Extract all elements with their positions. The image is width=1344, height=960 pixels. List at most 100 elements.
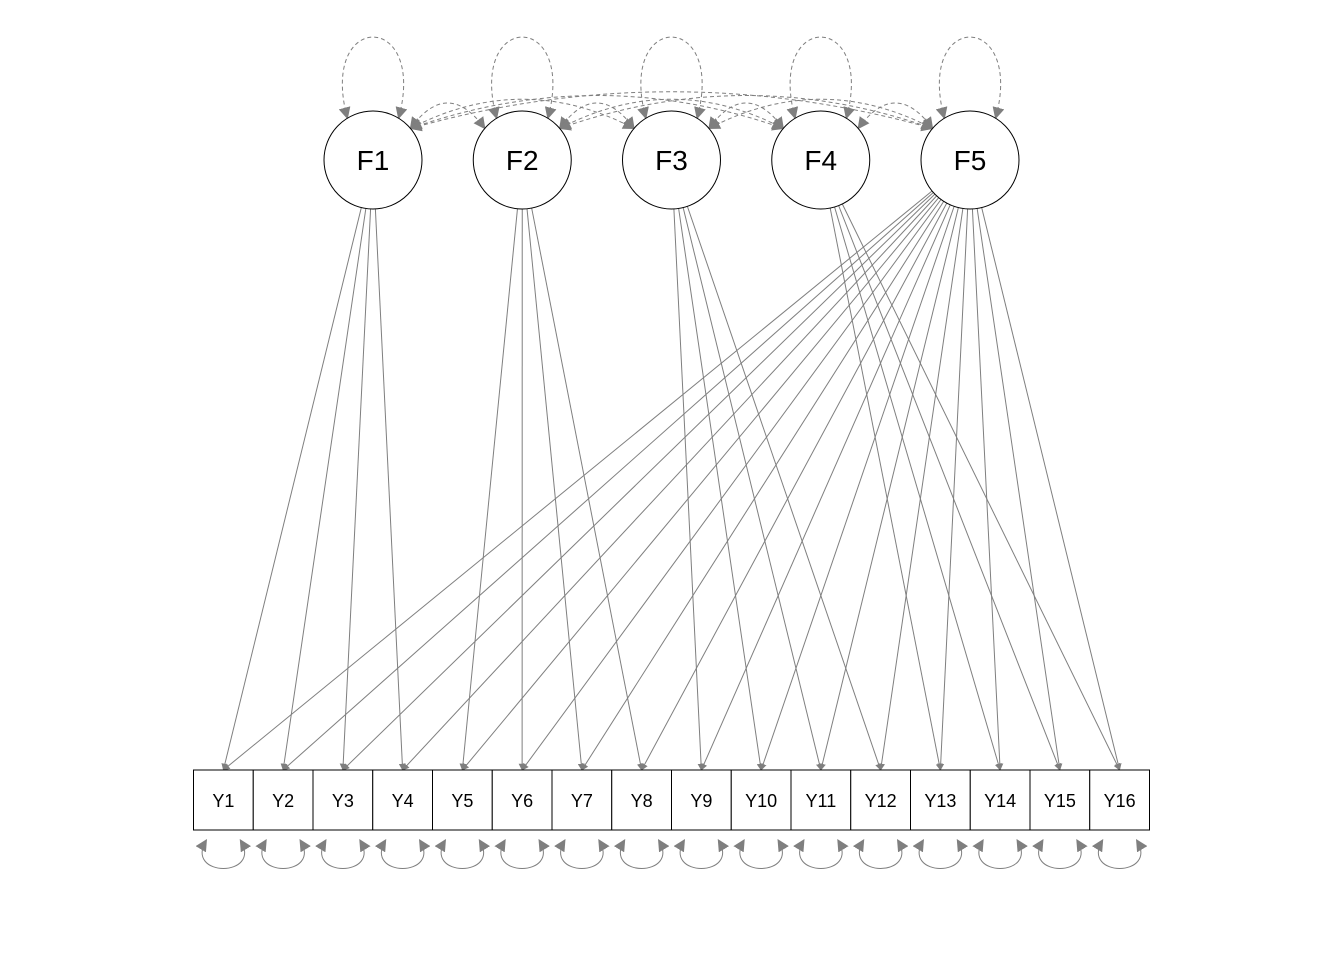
observed-node-Y9: Y9 (671, 769, 732, 831)
observed-node-Y12: Y12 (850, 769, 911, 831)
observed-label: Y14 (984, 791, 1016, 811)
observed-node-Y4: Y4 (372, 769, 433, 831)
observed-box (611, 769, 672, 831)
observed-label: Y11 (806, 791, 837, 811)
latent-circle (920, 110, 1020, 210)
covariance-F4-F5 (857, 102, 934, 130)
observed-node-Y2: Y2 (252, 769, 314, 831)
loading-F5-Y14 (971, 208, 1004, 771)
observed-node-Y3: Y3 (312, 769, 374, 831)
observed-node-Y11: Y11 (790, 769, 852, 831)
loading-F3-Y11 (682, 207, 823, 771)
observed-node-Y8: Y8 (611, 769, 672, 831)
observed-label: Y5 (451, 791, 473, 811)
residual-Y5 (434, 838, 491, 869)
loading-F5-Y3 (342, 193, 936, 771)
observed-box (491, 769, 553, 831)
covariance-F2-F3 (559, 102, 635, 130)
residual-Y16 (1091, 838, 1148, 869)
observed-label: Y6 (511, 791, 533, 811)
observed-label: Y13 (924, 791, 956, 811)
observed-node-Y10: Y10 (730, 769, 792, 831)
loading-F3-Y12 (686, 206, 882, 771)
observed-label: Y15 (1044, 791, 1076, 811)
loading-F5-Y12 (878, 208, 964, 771)
loading-F1-Y4 (374, 208, 406, 771)
loading-F5-Y10 (759, 206, 955, 771)
loading-F5-Y8 (641, 202, 948, 771)
loading-F5-Y7 (581, 201, 945, 771)
observed-box (193, 769, 254, 831)
observed-box (850, 769, 911, 831)
loading-F5-Y1 (222, 190, 933, 771)
covariance-F3-F4 (708, 102, 784, 130)
latent-circle (472, 110, 572, 210)
variance-F2 (488, 36, 557, 120)
observed-node-Y14: Y14 (969, 769, 1031, 831)
observed-box (671, 769, 732, 831)
residual-Y11 (793, 838, 849, 869)
loading-F4-Y13 (829, 207, 943, 771)
observed-node-Y7: Y7 (551, 769, 613, 831)
observed-box (372, 769, 433, 831)
loading-F5-Y16 (981, 207, 1122, 771)
loading-F4-Y16 (841, 203, 1121, 771)
loading-F5-Y13 (937, 208, 969, 771)
loading-F2-Y8 (531, 207, 644, 771)
loading-F1-Y1 (221, 207, 362, 771)
loading-F5-Y2 (282, 192, 934, 771)
residual-Y4 (374, 838, 431, 869)
covariance-F1-F3 (409, 98, 636, 129)
latent-circle (771, 110, 871, 210)
observed-label: Y2 (272, 791, 294, 811)
edges-layer (195, 36, 1148, 869)
loading-F5-Y11 (818, 207, 959, 771)
variance-F4 (786, 36, 855, 120)
residual-Y12 (852, 838, 909, 869)
observed-node-Y15: Y15 (1029, 769, 1091, 831)
observed-box (969, 769, 1031, 831)
observed-label: Y10 (745, 791, 777, 811)
observed-box (1089, 769, 1150, 831)
observed-box (1029, 769, 1091, 831)
observed-label: Y16 (1104, 791, 1136, 811)
loading-F5-Y15 (976, 208, 1063, 771)
latent-circle (323, 110, 423, 210)
variance-F5 (935, 36, 1005, 120)
latent-circle (622, 110, 721, 210)
covariance-F2-F5 (558, 95, 934, 131)
residual-Y6 (494, 838, 550, 869)
observed-node-Y1: Y1 (193, 769, 254, 831)
variance-F3 (637, 36, 706, 120)
loading-F4-Y14 (834, 206, 1002, 771)
latent-label: F5 (954, 145, 987, 176)
loading-F1-Y2 (280, 208, 367, 771)
observed-box (910, 769, 971, 831)
observed-node-Y6: Y6 (491, 769, 553, 831)
residual-Y13 (912, 838, 969, 869)
observed-box (432, 769, 493, 831)
observed-node-Y13: Y13 (910, 769, 971, 831)
loading-F5-Y9 (700, 204, 951, 771)
loading-F2-Y7 (526, 208, 585, 771)
loading-F5-Y4 (402, 195, 937, 771)
residual-Y2 (255, 838, 311, 869)
covariance-F2-F4 (558, 98, 785, 129)
residual-Y14 (972, 838, 1028, 869)
observed-label: Y12 (865, 791, 897, 811)
latent-node-F3: F3 (622, 110, 721, 210)
latent-label: F3 (655, 145, 688, 176)
observed-label: Y8 (631, 791, 653, 811)
residual-Y10 (733, 838, 789, 869)
residual-Y15 (1032, 838, 1088, 869)
covariance-F1-F2 (409, 102, 486, 130)
latent-label: F4 (804, 145, 837, 176)
covariance-F3-F5 (707, 98, 934, 129)
latent-label: F1 (357, 145, 390, 176)
observed-box (730, 769, 792, 831)
latent-node-F4: F4 (771, 110, 871, 210)
covariance-F1-F4 (409, 95, 785, 131)
latent-node-F1: F1 (323, 110, 423, 210)
